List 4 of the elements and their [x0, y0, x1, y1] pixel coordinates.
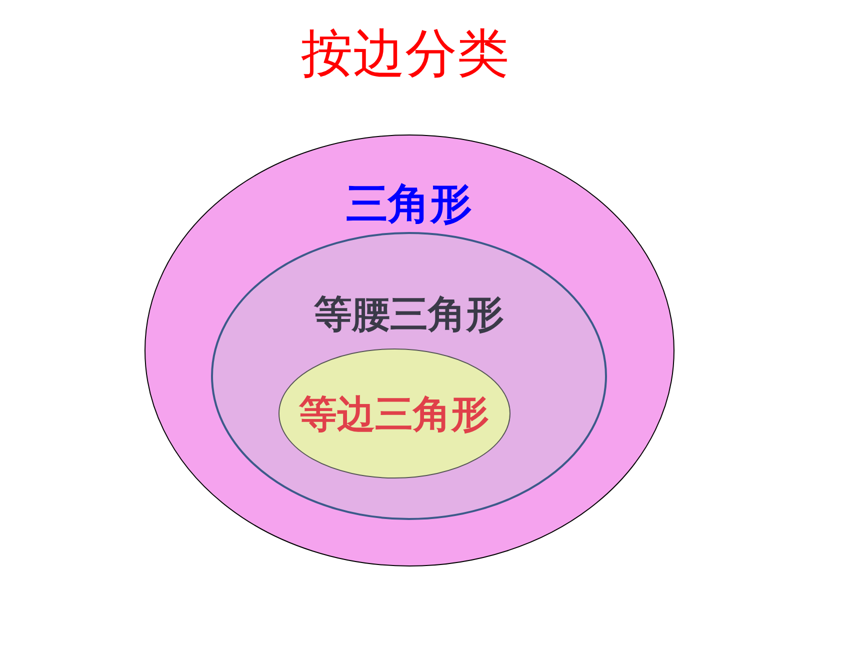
title: 按边分类	[301, 28, 509, 80]
set-label: 三角形	[346, 183, 472, 225]
set-label: 等边三角形	[299, 395, 489, 433]
set-label: 等腰三角形	[314, 295, 504, 333]
